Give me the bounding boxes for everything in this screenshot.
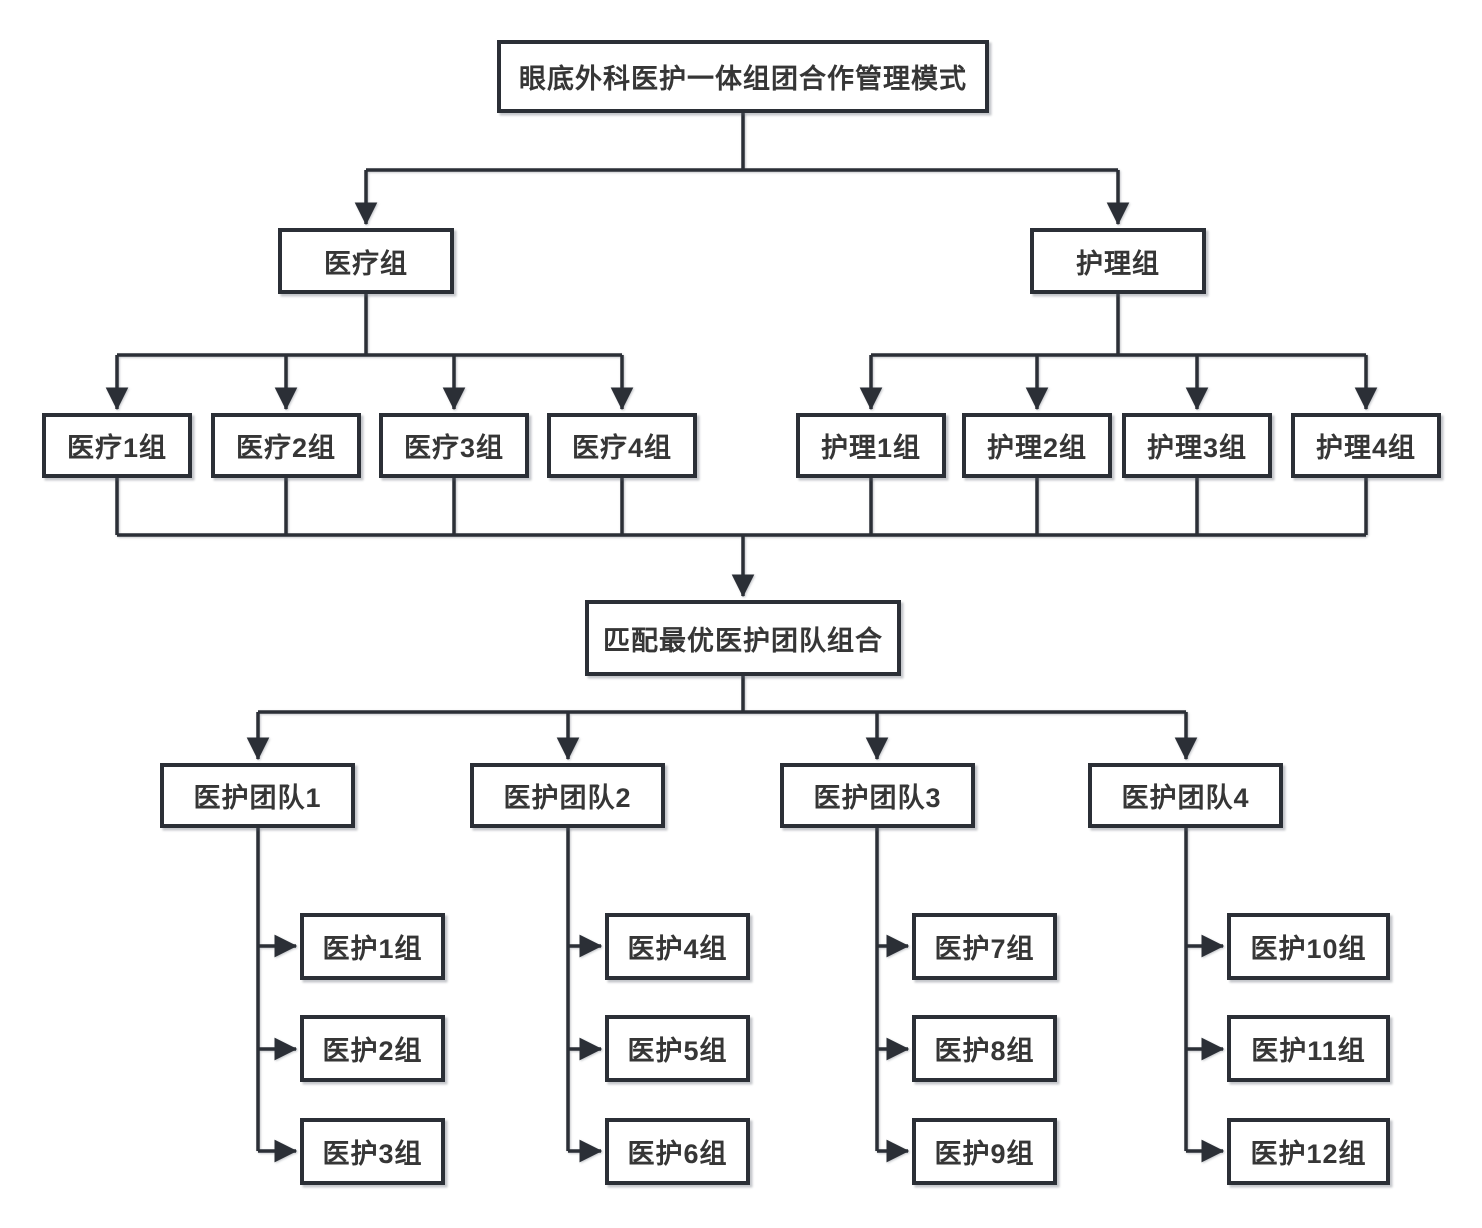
- match-optimal-team-node: 匹配最优医护团队组合: [585, 600, 901, 676]
- nursing-subgroup-3-node: 护理3组: [1122, 413, 1272, 478]
- medical-subgroup-1-node: 医疗1组: [42, 413, 192, 478]
- team-4-member-1-node: 医护10组: [1227, 913, 1390, 980]
- medical-subgroup-3-node: 医疗3组: [379, 413, 529, 478]
- team-4-member-2-node: 医护11组: [1227, 1015, 1390, 1082]
- team-1-member-1-node: 医护1组: [300, 913, 445, 980]
- team-1-member-2-node: 医护2组: [300, 1015, 445, 1082]
- medical-subgroup-2-node: 医疗2组: [211, 413, 361, 478]
- root-node: 眼底外科医护一体组团合作管理模式: [497, 40, 989, 113]
- team-1-member-3-node: 医护3组: [300, 1118, 445, 1185]
- nursing-subgroup-2-node: 护理2组: [962, 413, 1112, 478]
- nursing-subgroup-1-node: 护理1组: [796, 413, 946, 478]
- team-3-member-3-node: 医护9组: [912, 1118, 1057, 1185]
- nursing-group-node: 护理组: [1030, 228, 1206, 294]
- team-3-member-2-node: 医护8组: [912, 1015, 1057, 1082]
- team-2-member-1-node: 医护4组: [605, 913, 750, 980]
- team-4-node: 医护团队4: [1088, 763, 1283, 828]
- team-4-member-3-node: 医护12组: [1227, 1118, 1390, 1185]
- team-3-node: 医护团队3: [780, 763, 975, 828]
- team-3-member-1-node: 医护7组: [912, 913, 1057, 980]
- team-2-member-2-node: 医护5组: [605, 1015, 750, 1082]
- nursing-subgroup-4-node: 护理4组: [1291, 413, 1441, 478]
- team-2-member-3-node: 医护6组: [605, 1118, 750, 1185]
- medical-subgroup-4-node: 医疗4组: [547, 413, 697, 478]
- team-1-node: 医护团队1: [160, 763, 355, 828]
- medical-group-node: 医疗组: [278, 228, 454, 294]
- team-2-node: 医护团队2: [470, 763, 665, 828]
